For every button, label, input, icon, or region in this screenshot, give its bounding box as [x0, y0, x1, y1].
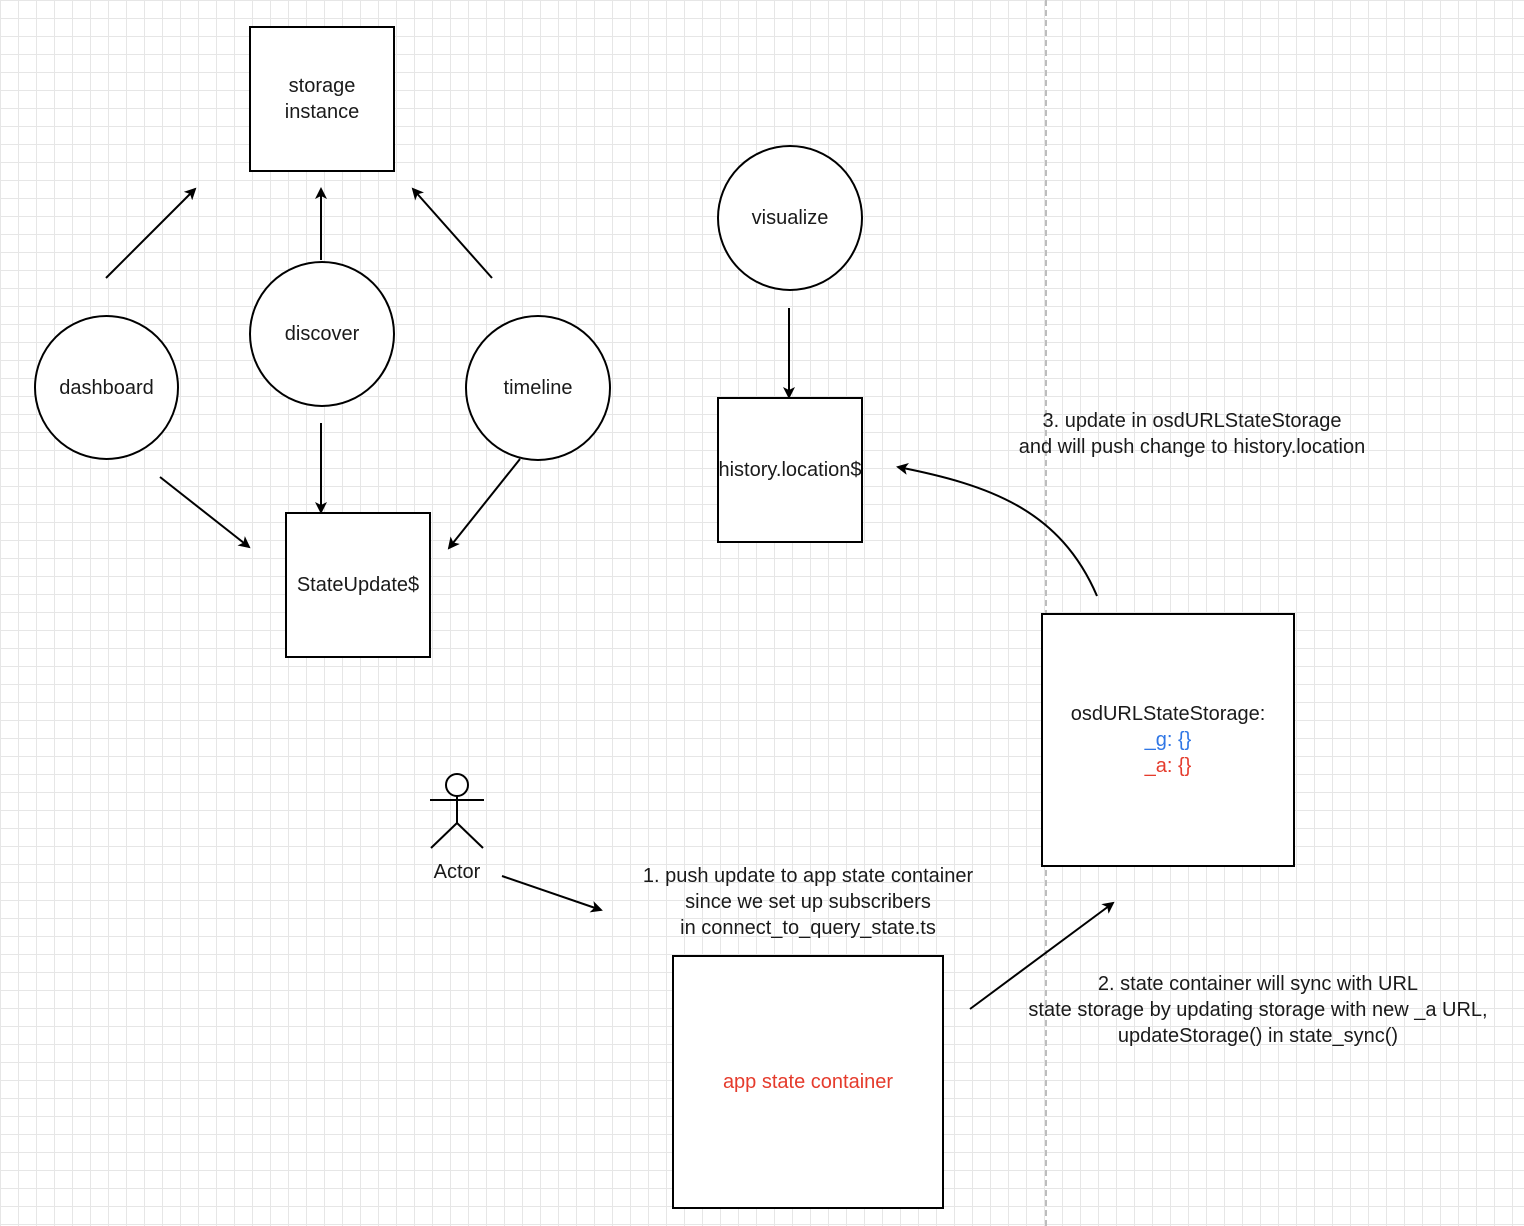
- a-state-line: _a: {}: [1144, 755, 1192, 777]
- arrow-dashboard-to-stateupdate: [159, 476, 251, 549]
- arrow-timeline-to-stateupdate: [447, 458, 521, 550]
- actor-figure: [430, 773, 484, 849]
- dashboard-circle: dashboard: [34, 315, 179, 460]
- step1-annotation: 1. push update to app state container si…: [642, 865, 974, 939]
- osd-url-state-storage-title: osdURLStateStorage:: [1070, 703, 1266, 725]
- arrow-timeline-to-storage: [411, 187, 493, 279]
- step2-annotation: 2. state container will sync with URL st…: [1028, 973, 1488, 1047]
- actor-label: Actor: [433, 861, 481, 883]
- arrow-storage-to-history: [896, 463, 1098, 597]
- osd-url-state-storage-box: osdURLStateStorage: _g: {} _a: {}: [1041, 613, 1295, 867]
- arrow-dashboard-to-storage: [105, 187, 197, 279]
- stateupdate-box: StateUpdate$: [285, 512, 431, 658]
- g-state-line: _g: {}: [1144, 729, 1192, 751]
- app-state-container-box: app state container: [672, 955, 944, 1209]
- visualize-circle: visualize: [717, 145, 863, 291]
- discover-circle: discover: [249, 261, 395, 407]
- arrow-actor-to-container: [501, 875, 603, 913]
- actor-head: [445, 773, 469, 797]
- actor-left-leg: [430, 822, 458, 849]
- arrow-container-to-storage: [969, 901, 1115, 1010]
- history-location-label: history.location$: [718, 459, 862, 481]
- timeline-circle: timeline: [465, 315, 611, 461]
- actor-right-leg: [456, 822, 484, 849]
- osd-url-state-storage-content: osdURLStateStorage: _g: {} _a: {}: [1071, 701, 1266, 779]
- storage-instance-box: storage instance: [249, 26, 395, 172]
- history-location-box: history.location$: [717, 397, 863, 543]
- step3-annotation: 3. update in osdURLStateStorage and will…: [1018, 410, 1366, 458]
